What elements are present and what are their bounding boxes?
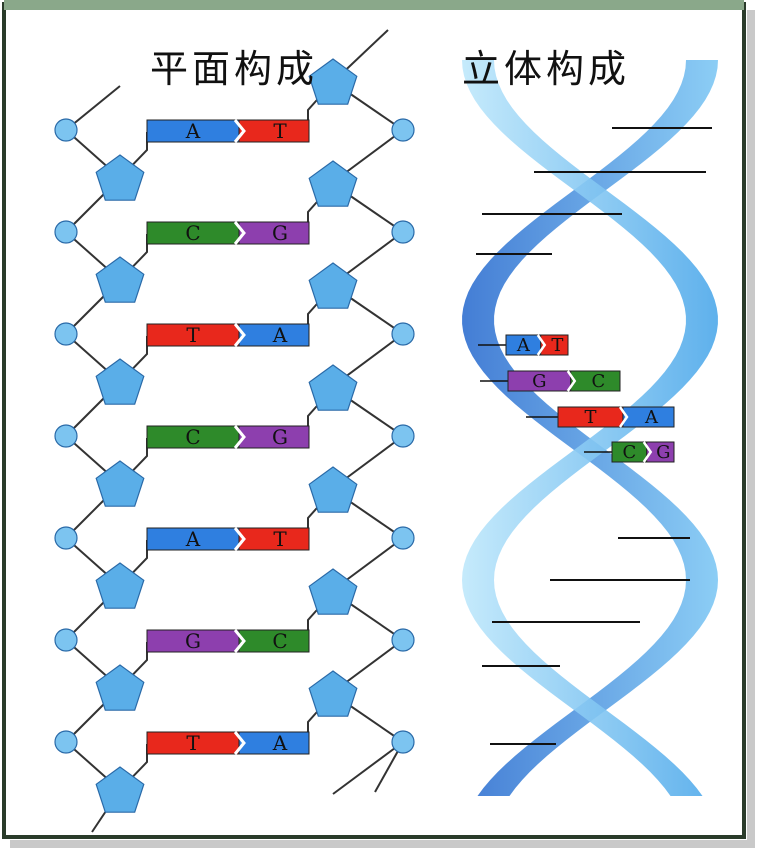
phosphate-circle bbox=[391, 730, 415, 754]
phosphate-circle bbox=[391, 526, 415, 550]
hydrogen-bond-notch bbox=[233, 527, 246, 551]
phosphate-circle bbox=[391, 628, 415, 652]
helix-strand-front bbox=[462, 60, 718, 796]
base-right-A bbox=[238, 323, 310, 347]
base-right-T bbox=[238, 119, 310, 143]
phosphate-circle bbox=[391, 118, 415, 142]
phosphate-circle bbox=[54, 322, 78, 346]
base-label: T bbox=[186, 323, 200, 347]
base-label: T bbox=[186, 731, 200, 755]
deoxyribose-pentagon bbox=[95, 664, 145, 711]
right-backbone bbox=[332, 741, 404, 795]
hydrogen-bond-notch bbox=[233, 629, 246, 653]
helix-base-label: A bbox=[644, 407, 659, 428]
base-right-T bbox=[238, 527, 310, 551]
base-label: C bbox=[185, 221, 200, 245]
helix-base-right-C bbox=[570, 370, 621, 392]
phosphate-circle bbox=[391, 220, 415, 244]
base-right-C bbox=[238, 629, 310, 653]
hydrogen-bond-notch bbox=[536, 334, 547, 356]
base-label: T bbox=[273, 527, 287, 551]
phosphate-circle bbox=[54, 730, 78, 754]
deoxyribose-pentagon bbox=[308, 466, 358, 513]
planar-structure: A T C G T A C G A T G C T A bbox=[54, 29, 415, 833]
helix-base-label: G bbox=[656, 442, 670, 463]
base-right-G bbox=[238, 221, 310, 245]
base-label: A bbox=[185, 119, 201, 143]
helix-base-label: C bbox=[622, 442, 636, 463]
base-label: C bbox=[272, 629, 287, 653]
phosphate-circle bbox=[54, 424, 78, 448]
phosphate-circle bbox=[54, 526, 78, 550]
three-d-structure-title: 立体构成 bbox=[462, 47, 631, 91]
base-label: G bbox=[272, 425, 288, 449]
base-label: G bbox=[272, 221, 288, 245]
phosphate-circle bbox=[54, 118, 78, 142]
helix-base-label: A bbox=[516, 335, 531, 356]
hydrogen-bond-notch bbox=[642, 441, 653, 463]
left-strand-end bbox=[65, 85, 121, 131]
base-right-G bbox=[238, 425, 310, 449]
deoxyribose-pentagon bbox=[95, 460, 145, 507]
base-label: G bbox=[185, 629, 201, 653]
helix-strand-back bbox=[462, 60, 718, 796]
deoxyribose-pentagon bbox=[95, 766, 145, 813]
base-right-A bbox=[238, 731, 310, 755]
base-label: A bbox=[185, 527, 201, 551]
frame-shadow-bottom bbox=[10, 840, 755, 848]
frame-shadow bbox=[747, 10, 755, 843]
deoxyribose-pentagon bbox=[95, 256, 145, 303]
base-label: T bbox=[273, 119, 287, 143]
deoxyribose-pentagon bbox=[308, 670, 358, 717]
base-label: C bbox=[185, 425, 200, 449]
hydrogen-bond-notch bbox=[233, 425, 246, 449]
deoxyribose-pentagon bbox=[308, 568, 358, 615]
phosphate-circle bbox=[54, 220, 78, 244]
hydrogen-bond-notch bbox=[233, 221, 246, 245]
hydrogen-bond-notch bbox=[233, 323, 246, 347]
deoxyribose-pentagon bbox=[95, 562, 145, 609]
phosphate-circle bbox=[54, 628, 78, 652]
deoxyribose-pentagon bbox=[308, 262, 358, 309]
deoxyribose-pentagon bbox=[308, 364, 358, 411]
helix-base-label: G bbox=[532, 371, 546, 392]
helix-base-right-T bbox=[540, 334, 569, 356]
base-label: A bbox=[272, 731, 288, 755]
helix-base-label: T bbox=[551, 335, 563, 356]
deoxyribose-pentagon bbox=[95, 358, 145, 405]
phosphate-circle bbox=[391, 322, 415, 346]
phosphate-circle bbox=[391, 424, 415, 448]
hydrogen-bond-notch bbox=[233, 119, 246, 143]
helix-base-label: T bbox=[584, 407, 596, 428]
helix-base-right-G bbox=[646, 441, 675, 463]
deoxyribose-pentagon bbox=[95, 154, 145, 201]
planar-structure-title: 平面构成 bbox=[150, 47, 319, 91]
hydrogen-bond-notch bbox=[566, 370, 577, 392]
hydrogen-bond-notch bbox=[233, 731, 246, 755]
hydrogen-bond-notch bbox=[618, 406, 629, 428]
deoxyribose-pentagon bbox=[308, 58, 358, 105]
helix-base-label: C bbox=[591, 371, 605, 392]
base-label: A bbox=[272, 323, 288, 347]
header-strip bbox=[4, 0, 744, 10]
deoxyribose-pentagon bbox=[308, 160, 358, 207]
helix-base-right-A bbox=[622, 406, 675, 428]
